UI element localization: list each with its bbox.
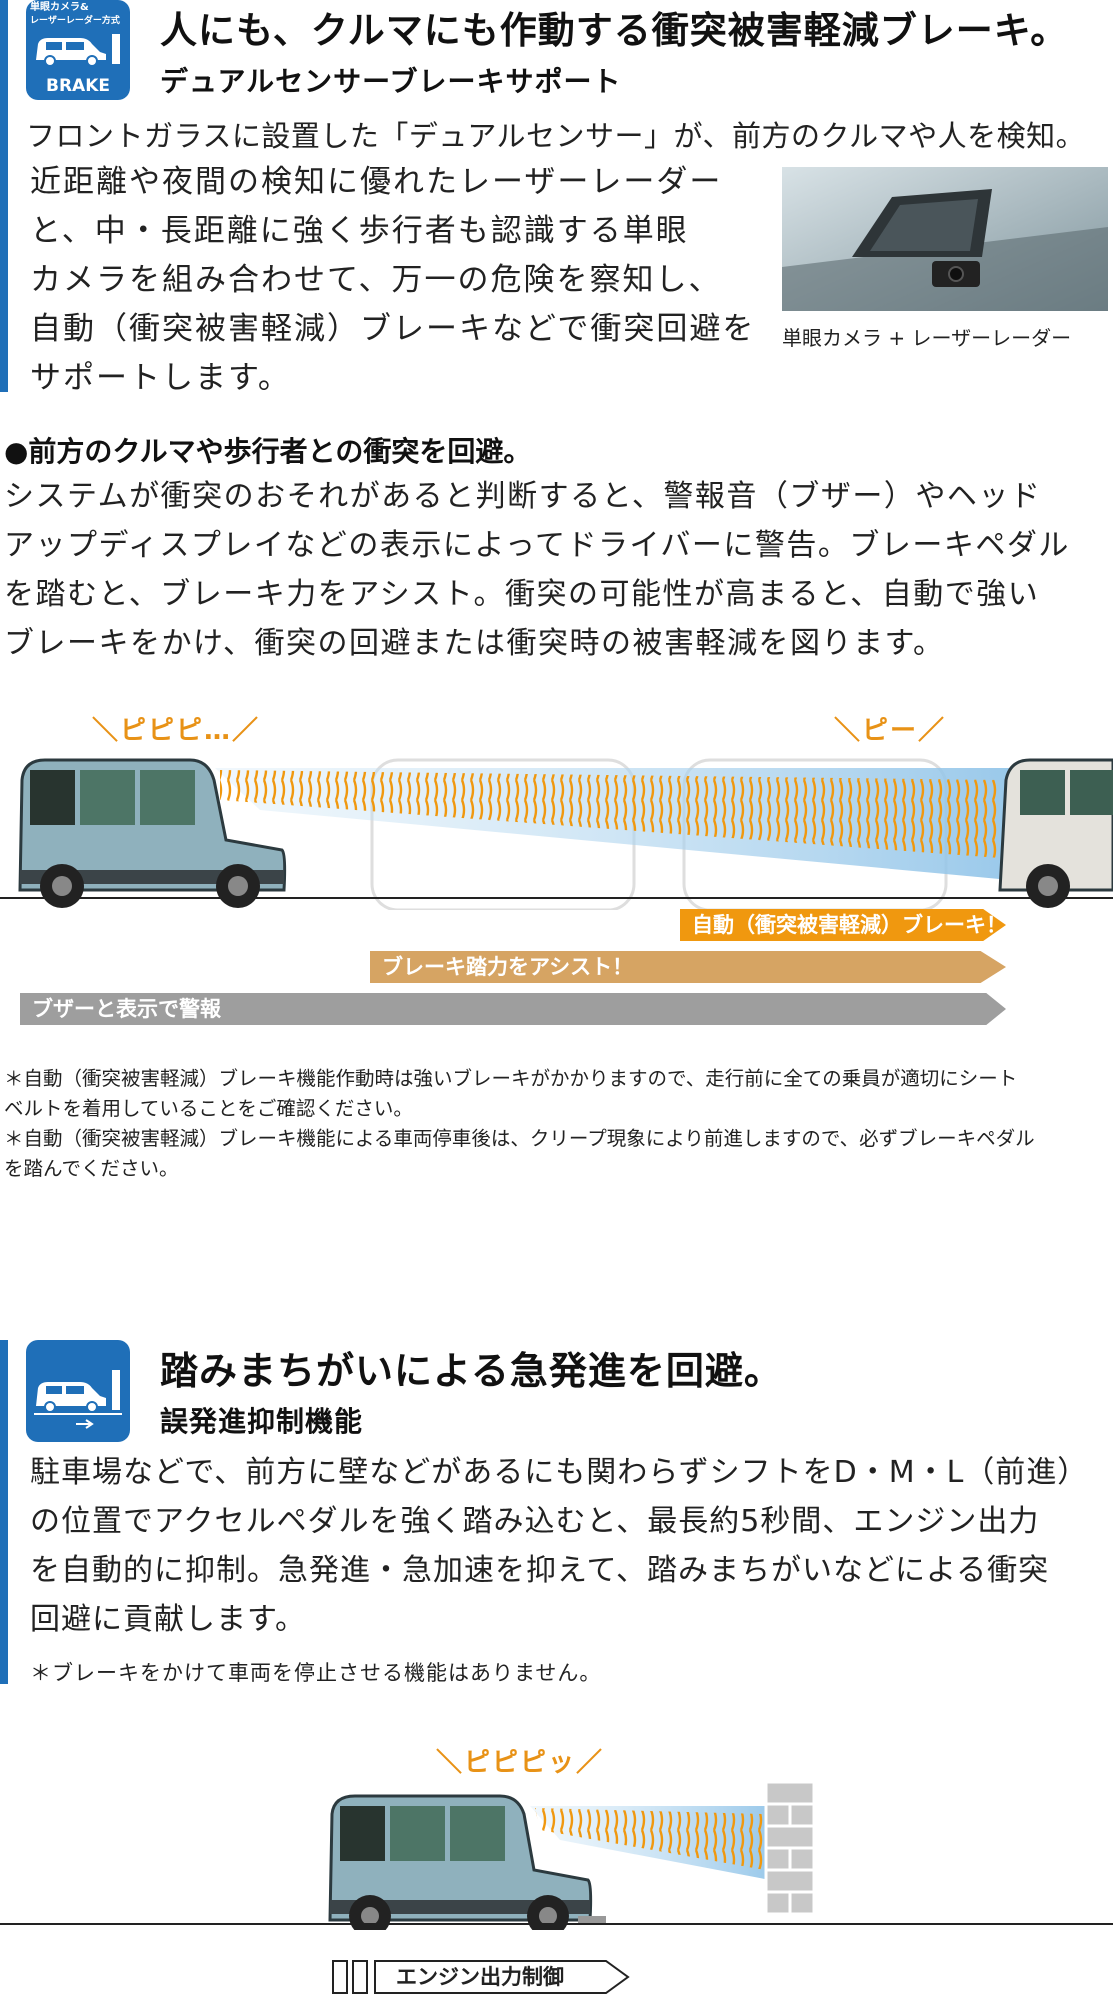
section3-note: ＊ブレーキをかけて車両を停止させる機能はありません。 bbox=[30, 1661, 602, 1685]
car-ahead bbox=[998, 758, 1113, 908]
section1-body-line: 近距離や夜間の検知に優れたレーザーレーダー bbox=[30, 164, 723, 200]
arrow-brake-assist: ブレーキ踏力をアシスト！ bbox=[370, 951, 1006, 983]
car-wall-icon bbox=[34, 1370, 122, 1429]
engine-control-arrow bbox=[374, 1960, 630, 1994]
dual-sensor-photo bbox=[782, 167, 1108, 311]
arrow-auto-brake-label: 自動（衝突被害軽減）ブレーキ！ bbox=[692, 913, 1007, 937]
section3-subtitle: 誤発進抑制機能 bbox=[160, 1405, 364, 1438]
sensor-waves bbox=[220, 770, 1000, 858]
section2-heading: ●前方のクルマや歩行者との衝突を回避。 bbox=[4, 435, 532, 468]
section2-notes: ＊自動（衝突被害軽減）ブレーキ機能作動時は強いブレーキがかかりますので、走行前に… bbox=[4, 1064, 1109, 1184]
pedal-icon bbox=[352, 1960, 368, 1994]
section1-body-line: と、中・長距離に強く歩行者も認識する単眼 bbox=[30, 213, 689, 249]
section3-body-line: を自動的に抑制。急発進・急加速を抑えて、踏みまちがいなどによる衝突 bbox=[30, 1553, 1050, 1588]
arrow-warning: ブザーと表示で警報 bbox=[20, 993, 1006, 1025]
brake-badge: 単眼カメラ& レーザーレーダー方式 BRAKE bbox=[26, 0, 130, 100]
section1-body: 近距離や夜間の検知に優れたレーザーレーダー と、中・長距離に強く歩行者も認識する… bbox=[30, 158, 760, 403]
car-brake-icon bbox=[36, 34, 120, 67]
badge-label: BRAKE bbox=[46, 76, 110, 96]
engine-control-label: エンジン出力制御 bbox=[396, 1965, 564, 1989]
section1-body-line: 自動（衝突被害軽減）ブレーキなどで衝突回避を bbox=[30, 311, 756, 347]
note-line: ベルトを着用していることをご確認ください。 bbox=[4, 1097, 413, 1120]
arrow-auto-brake: 自動（衝突被害軽減）ブレーキ！ bbox=[680, 909, 1006, 941]
beep-left-label: ＼ピピピ…／ bbox=[92, 716, 261, 746]
arrow-brake-assist-label: ブレーキ踏力をアシスト！ bbox=[382, 955, 634, 979]
section3-title: 踏みまちがいによる急発進を回避。 bbox=[160, 1349, 783, 1393]
note-line: ＊自動（衝突被害軽減）ブレーキ機能作動時は強いブレーキがかかりますので、走行前に… bbox=[4, 1067, 1018, 1090]
beep-right-label: ＼ピー／ bbox=[834, 716, 947, 746]
own-car bbox=[328, 1794, 593, 1930]
section1-title: 人にも、クルマにも作動する衝突被害軽減ブレーキ。 bbox=[160, 9, 1069, 52]
photo-caption: 単眼カメラ + レーザーレーダー bbox=[782, 326, 1072, 350]
section1-subtitle: デュアルセンサーブレーキサポート bbox=[160, 65, 622, 98]
section1-accent-bar bbox=[0, 0, 8, 392]
misstart-badge bbox=[26, 1340, 130, 1442]
note-line: ＊自動（衝突被害軽減）ブレーキ機能による車両停車後は、クリープ現象により前進しま… bbox=[4, 1127, 1035, 1150]
wheel-stop bbox=[578, 1916, 606, 1924]
section1-body-line: サポートします。 bbox=[30, 360, 291, 396]
section3-body-line: 回避に貢献します。 bbox=[30, 1602, 306, 1637]
section2-body-line: システムが衝突のおそれがあると判断すると、警報音（ブザー）やヘッド bbox=[4, 479, 1042, 514]
section1-body-line: カメラを組み合わせて、万一の危険を察知し、 bbox=[30, 262, 722, 298]
wall-diagram bbox=[0, 1780, 1113, 1930]
note-line: を踏んでください。 bbox=[4, 1157, 179, 1180]
section3-body-line: 駐車場などで、前方に壁などがあるにも関わらずシフトをD・M・L（前進） bbox=[30, 1455, 1089, 1490]
section2-body-line: を踏むと、ブレーキ力をアシスト。衝突の可能性が高まると、自動で強い bbox=[4, 577, 1040, 612]
section2-body-line: アップディスプレイなどの表示によってドライバーに警告。ブレーキペダル bbox=[4, 528, 1070, 563]
own-car bbox=[18, 758, 287, 908]
badge-top-text: 単眼カメラ& bbox=[30, 2, 89, 13]
sensor-waves bbox=[535, 1808, 765, 1870]
collision-diagram bbox=[0, 758, 1113, 910]
section2-body: システムが衝突のおそれがあると判断すると、警報音（ブザー）やヘッド アップディス… bbox=[4, 472, 1109, 668]
section2-body-line: ブレーキをかけ、衝突の回避または衝突時の被害軽減を図ります。 bbox=[4, 626, 945, 661]
brick-wall bbox=[764, 1780, 816, 1916]
pedal-icon bbox=[332, 1960, 348, 1994]
arrow-warning-label: ブザーと表示で警報 bbox=[32, 997, 221, 1021]
section3-accent-bar bbox=[0, 1340, 8, 1684]
section3-body-line: の位置でアクセルペダルを強く踏み込むと、最長約5秒間、エンジン出力 bbox=[30, 1504, 1040, 1539]
badge-bottom-text: レーザーレーダー方式 bbox=[30, 16, 120, 26]
section3-body: 駐車場などで、前方に壁などがあるにも関わらずシフトをD・M・L（前進） の位置で… bbox=[30, 1448, 1110, 1644]
section1-intro: フロントガラスに設置した「デュアルセンサー」が、前方のクルマや人を検知。 bbox=[26, 119, 1086, 153]
beep-wall-label: ＼ピピピッ／ bbox=[436, 1748, 605, 1778]
